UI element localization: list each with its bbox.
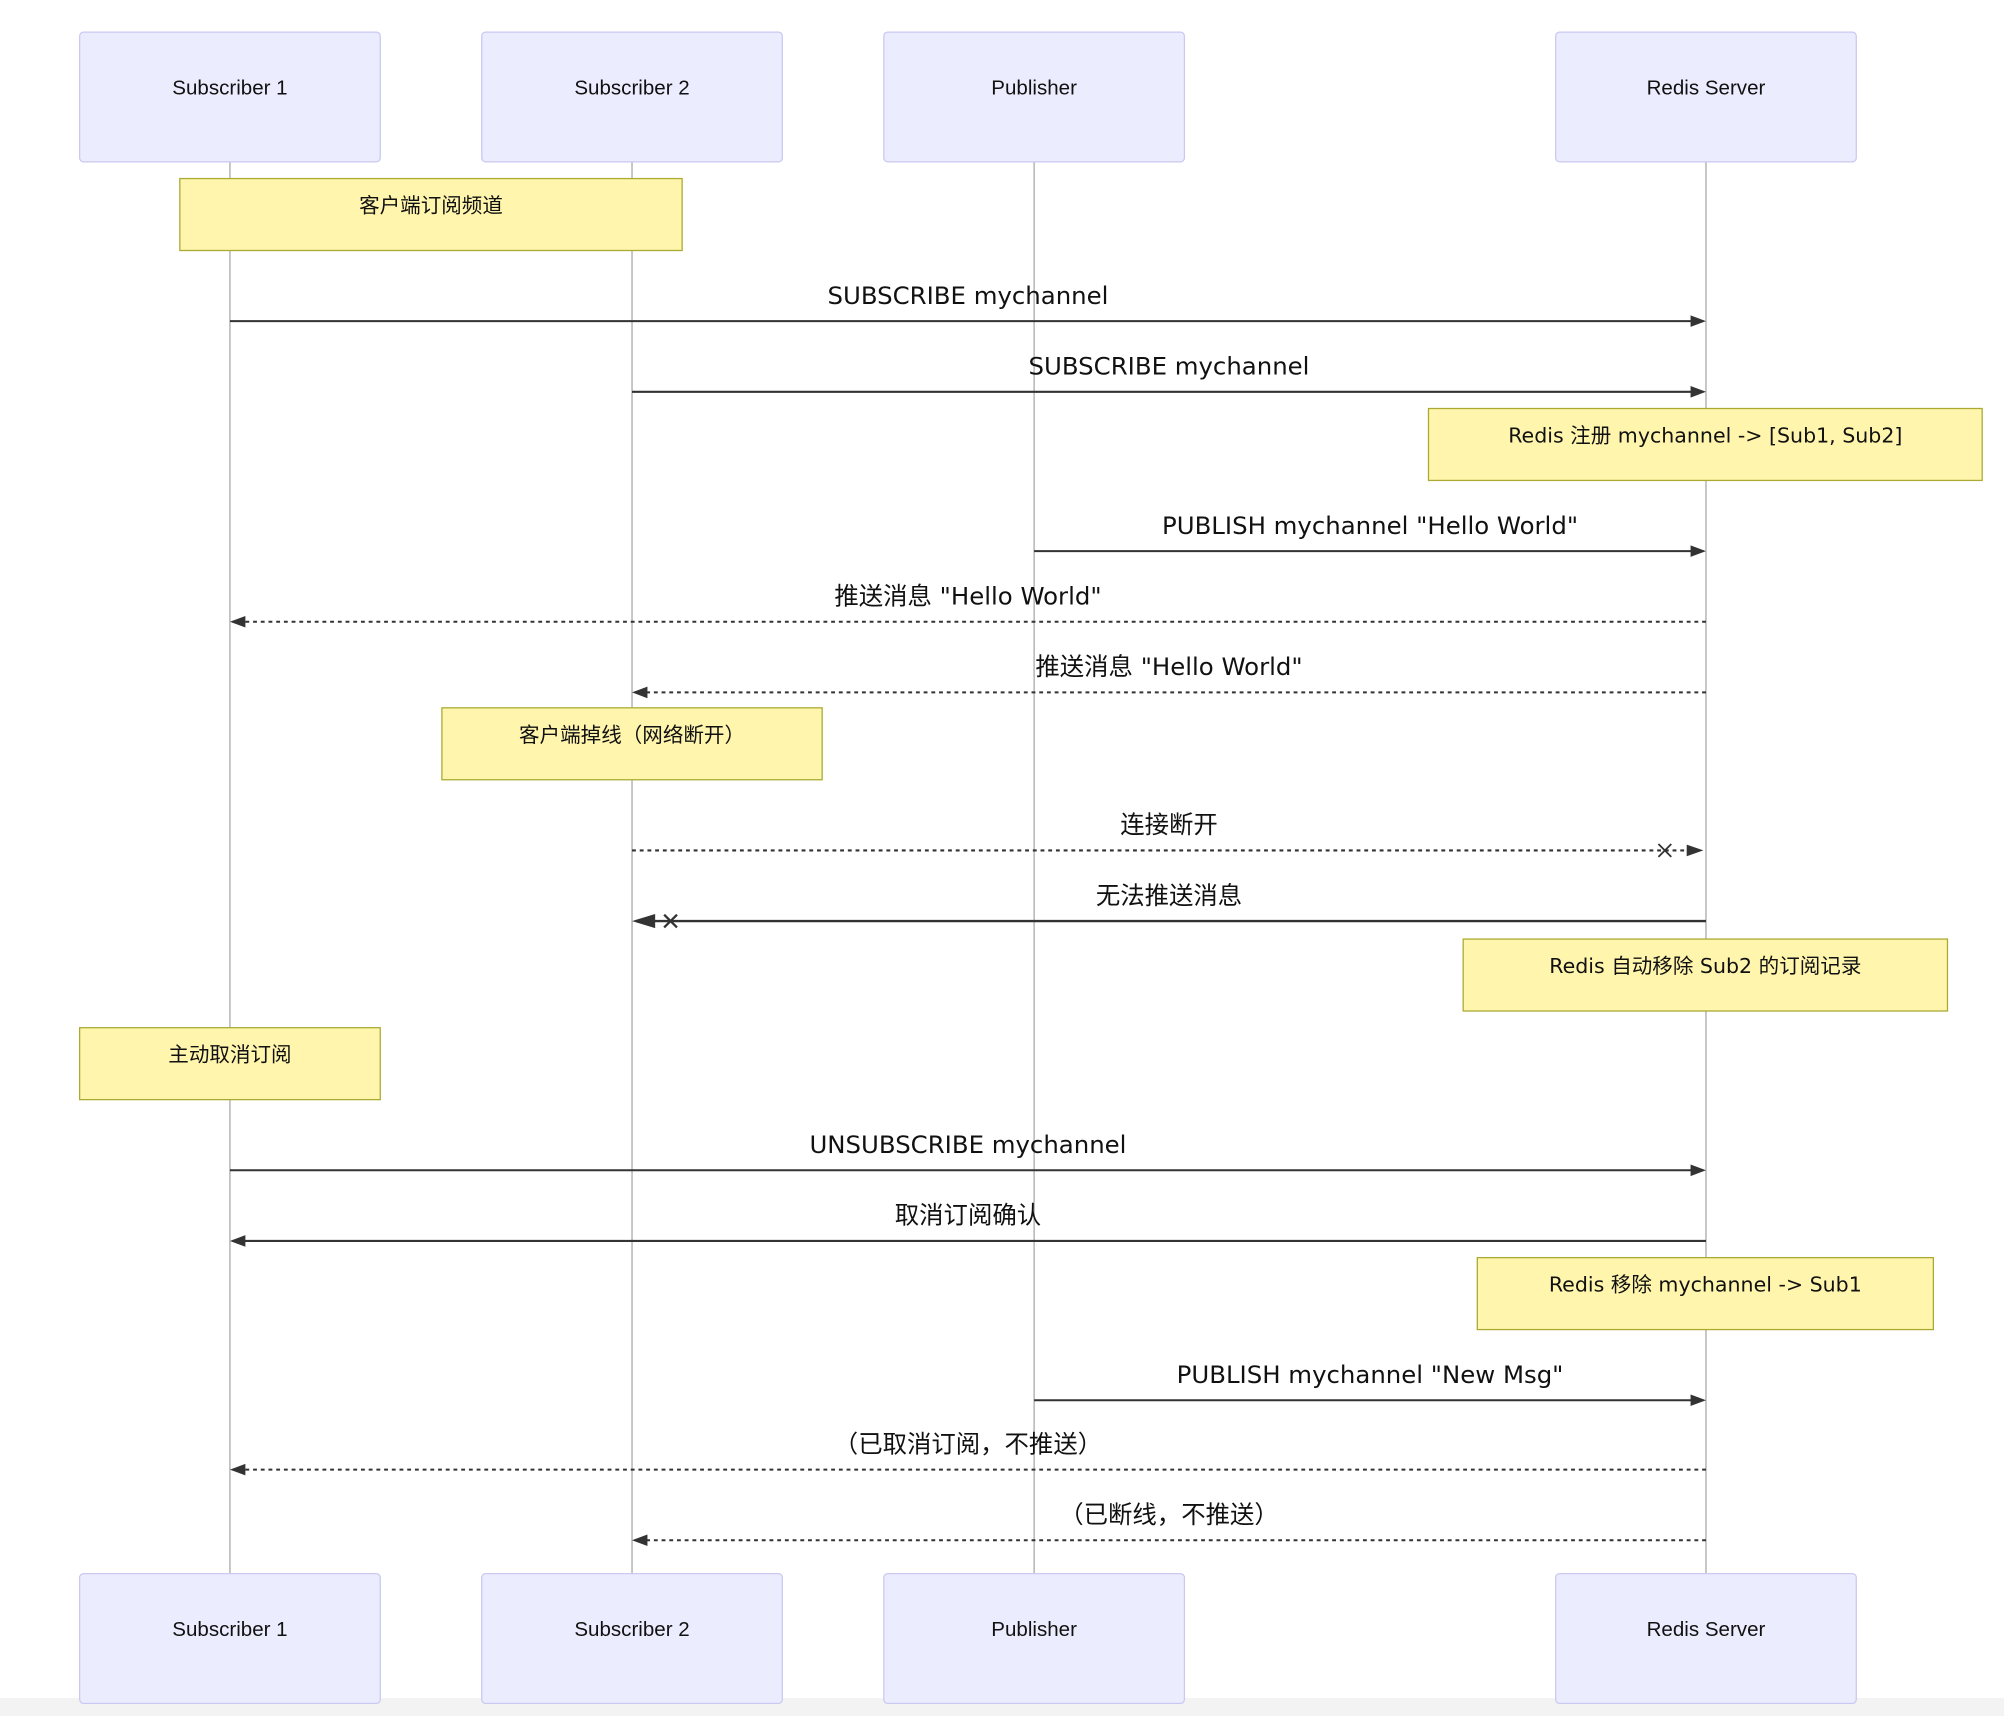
message-6: 连接断开 <box>632 810 1704 858</box>
arrowhead <box>1690 315 1706 327</box>
actor-box <box>79 31 381 163</box>
message-label: UNSUBSCRIBE mychannel <box>809 1130 1126 1159</box>
note-text: 客户端订阅频道 <box>359 194 503 218</box>
actor-box <box>481 1573 783 1705</box>
arrowhead <box>1690 386 1706 398</box>
actor-sub1-top: Subscriber 1 <box>79 31 381 163</box>
note: 客户端掉线（网络断开） <box>441 707 823 781</box>
arrowhead <box>1690 1164 1706 1177</box>
note-text: Redis 自动移除 Sub2 的订阅记录 <box>1549 954 1861 978</box>
message-label: 连接断开 <box>1120 810 1218 839</box>
message-4: 推送消息 "Hello World" <box>229 582 1706 628</box>
message-label: （已取消订阅，不推送） <box>834 1429 1102 1458</box>
message-11: （已取消订阅，不推送） <box>229 1429 1706 1476</box>
note-box <box>441 707 823 781</box>
actor-label: Redis Server <box>1647 1618 1766 1641</box>
message-label: 推送消息 "Hello World" <box>834 582 1101 611</box>
actor-pub-bottom: Publisher <box>883 1573 1186 1705</box>
actor-box <box>1555 31 1857 163</box>
message-label: （已断线，不推送） <box>1059 1500 1279 1529</box>
actor-box <box>883 31 1186 163</box>
note-text: Redis 注册 mychannel -> [Sub1, Sub2] <box>1508 423 1902 447</box>
arrowhead <box>229 1463 246 1476</box>
message-5: 推送消息 "Hello World" <box>632 652 1706 699</box>
note-box <box>1462 938 1949 1012</box>
arrowhead <box>632 914 656 929</box>
cross-icon <box>1657 843 1672 858</box>
note-text: 客户端掉线（网络断开） <box>519 723 745 747</box>
message-label: 推送消息 "Hello World" <box>1035 652 1302 681</box>
arrowhead <box>229 615 246 628</box>
note: Redis 注册 mychannel -> [Sub1, Sub2] <box>1427 407 1983 482</box>
actor-box <box>883 1573 1186 1705</box>
message-2: SUBSCRIBE mychannel <box>632 352 1706 398</box>
actor-label: Subscriber 2 <box>574 76 689 99</box>
note-text: Redis 移除 mychannel -> Sub1 <box>1549 1273 1862 1297</box>
message-label: PUBLISH mychannel "Hello World" <box>1162 511 1578 540</box>
note-box <box>1427 407 1983 482</box>
arrowhead <box>632 1534 648 1547</box>
note-box <box>79 1027 381 1101</box>
message-label: 无法推送消息 <box>1096 881 1242 910</box>
actor-pub-top: Publisher <box>883 31 1186 163</box>
message-label: SUBSCRIBE mychannel <box>828 281 1109 310</box>
arrowhead <box>1690 545 1706 557</box>
actor-label: Subscriber 1 <box>172 1618 287 1641</box>
message-12: （已断线，不推送） <box>632 1500 1706 1547</box>
message-7: 无法推送消息 <box>632 881 1706 929</box>
note: Redis 自动移除 Sub2 的订阅记录 <box>1462 938 1949 1012</box>
actor-label: Publisher <box>991 76 1077 99</box>
arrowhead <box>632 686 648 699</box>
message-1: SUBSCRIBE mychannel <box>229 281 1706 327</box>
note: Redis 移除 mychannel -> Sub1 <box>1476 1256 1934 1331</box>
cross-icon <box>663 913 678 929</box>
actor-redis-bottom: Redis Server <box>1555 1573 1857 1705</box>
note-box <box>1476 1256 1934 1331</box>
actor-box <box>481 31 783 163</box>
message-9: 取消订阅确认 <box>229 1201 1706 1247</box>
actor-label: Subscriber 1 <box>172 76 287 99</box>
actor-label: Subscriber 2 <box>574 1618 689 1641</box>
message-label: PUBLISH mychannel "New Msg" <box>1177 1360 1564 1389</box>
note: 客户端订阅频道 <box>179 177 683 252</box>
arrowhead <box>229 1235 246 1247</box>
note: 主动取消订阅 <box>79 1027 381 1101</box>
actor-label: Redis Server <box>1647 76 1766 99</box>
message-8: UNSUBSCRIBE mychannel <box>229 1130 1706 1177</box>
actor-sub2-top: Subscriber 2 <box>481 31 783 163</box>
actor-box <box>1555 1573 1857 1705</box>
message-label: SUBSCRIBE mychannel <box>1029 352 1310 381</box>
actor-sub2-bottom: Subscriber 2 <box>481 1573 783 1705</box>
message-10: PUBLISH mychannel "New Msg" <box>1034 1360 1706 1407</box>
actor-sub1-bottom: Subscriber 1 <box>79 1573 381 1705</box>
actor-redis-top: Redis Server <box>1555 31 1857 163</box>
actor-box <box>79 1573 381 1705</box>
message-3: PUBLISH mychannel "Hello World" <box>1034 511 1706 557</box>
actor-label: Publisher <box>991 1618 1077 1641</box>
note-box <box>179 177 683 252</box>
note-text: 主动取消订阅 <box>168 1043 291 1067</box>
async-arrowhead <box>1686 844 1704 857</box>
arrowhead <box>1690 1394 1706 1407</box>
message-label: 取消订阅确认 <box>895 1201 1041 1230</box>
